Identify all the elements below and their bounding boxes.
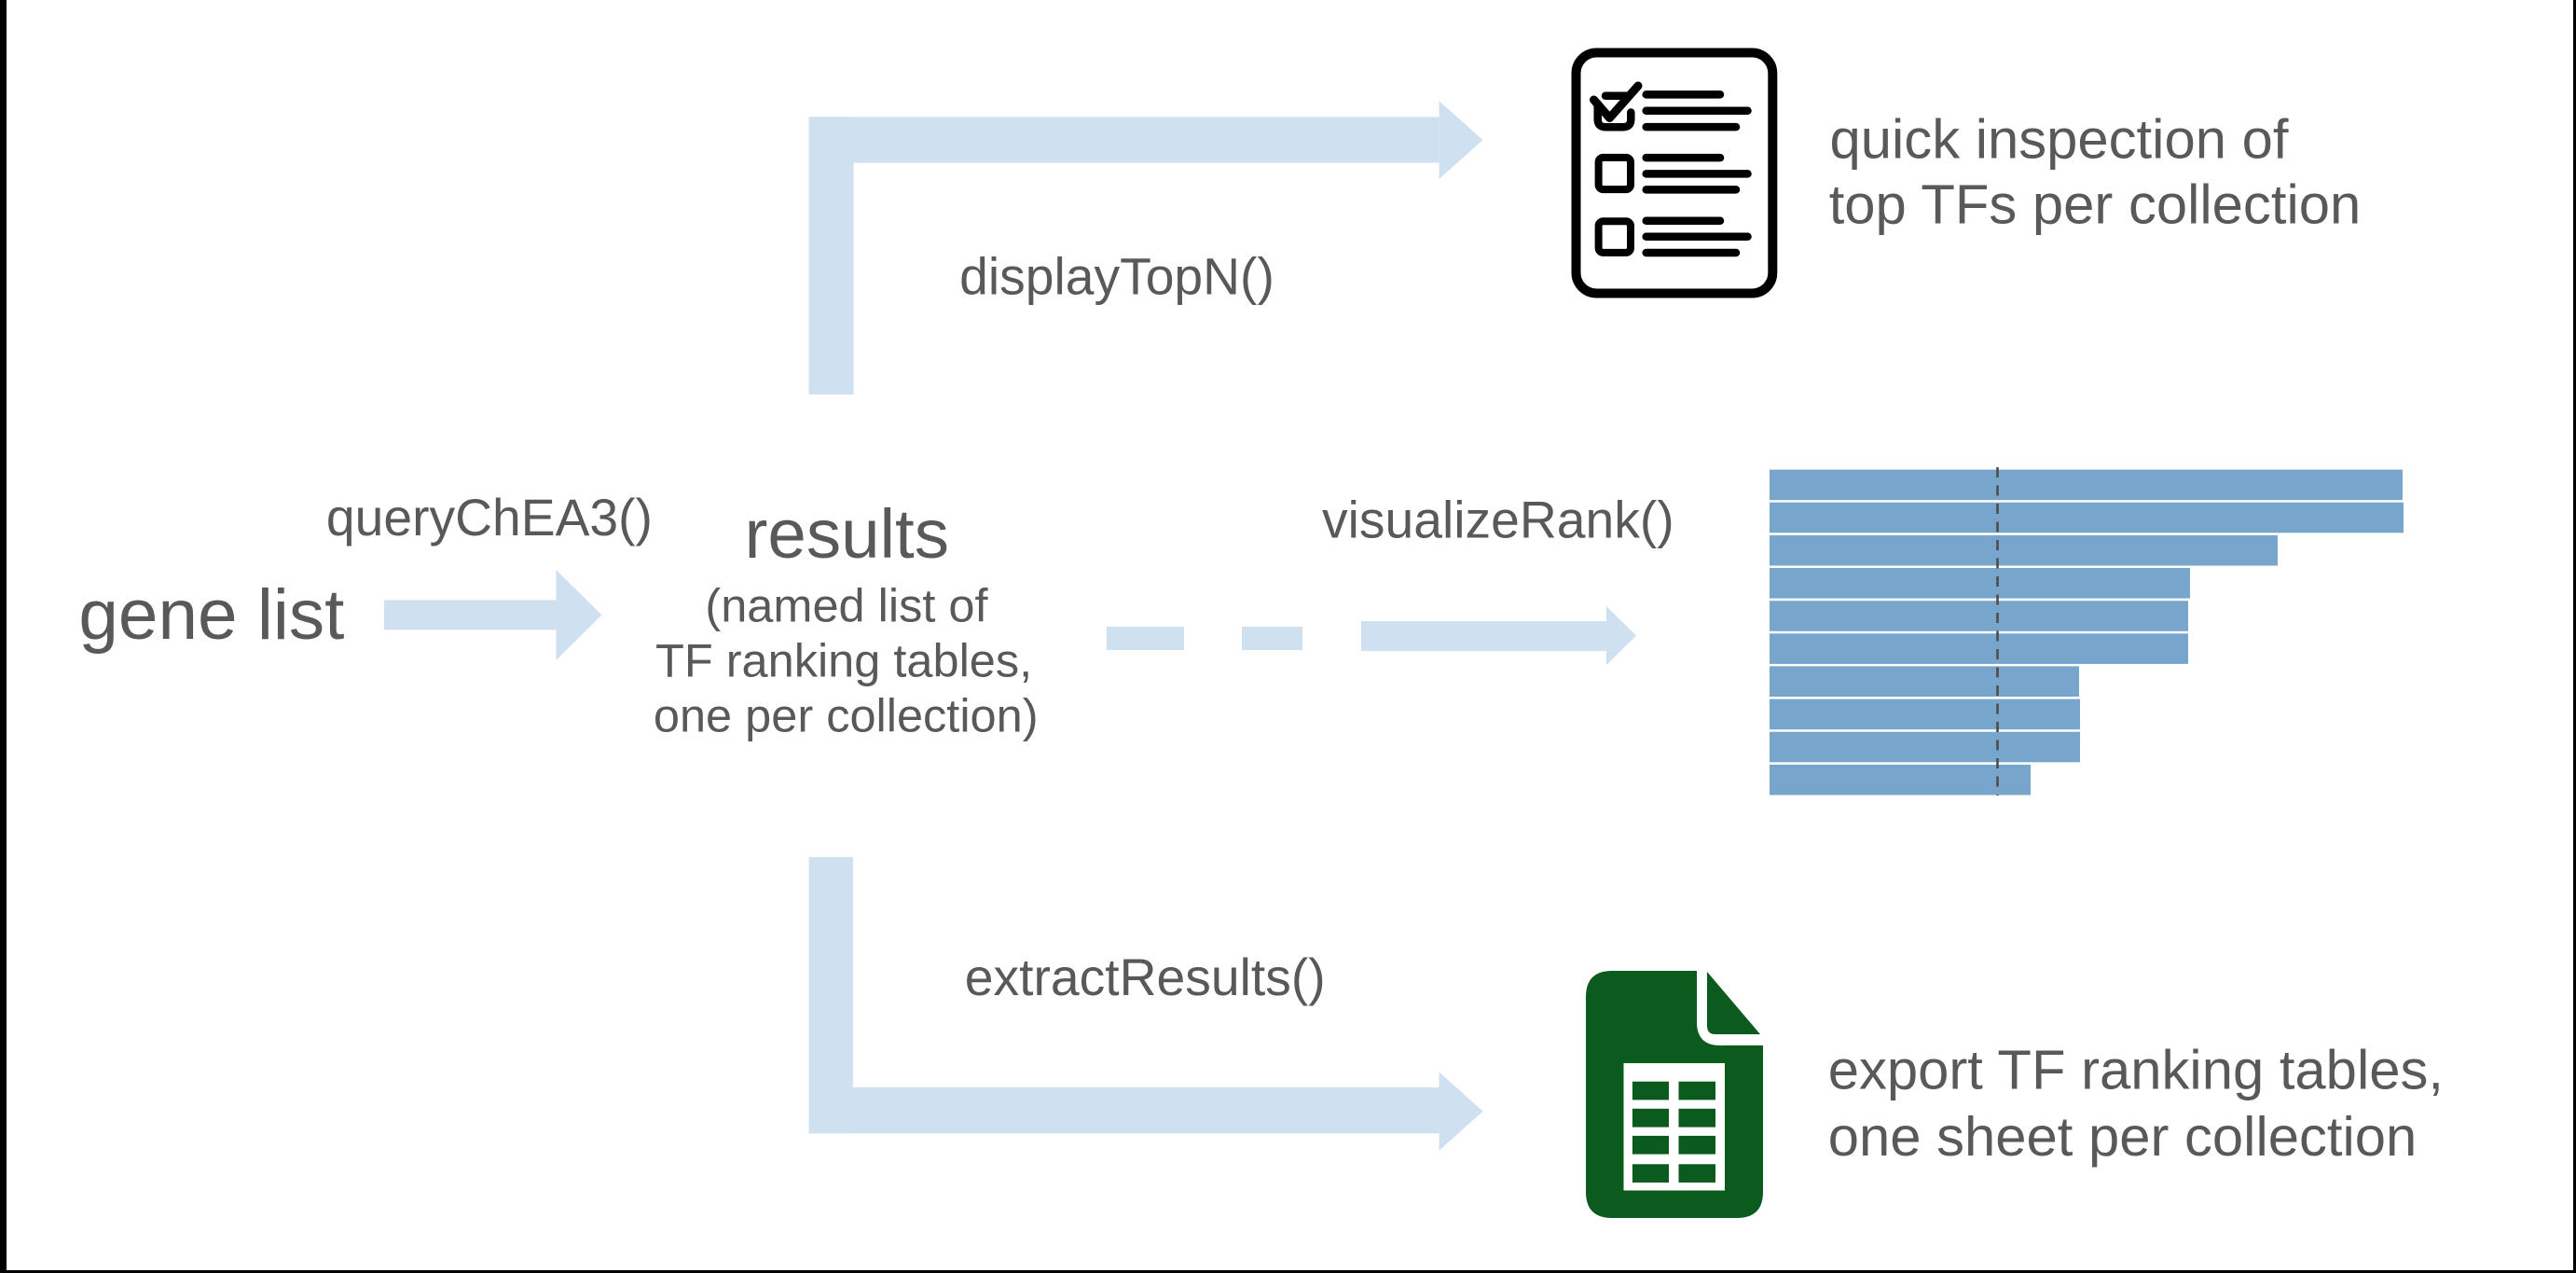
svg-text:displayTopN(): displayTopN() (959, 248, 1274, 306)
svg-text:quick inspection of: quick inspection of (1830, 108, 2289, 171)
svg-text:extractResults(): extractResults() (965, 948, 1326, 1006)
svg-text:one sheet per collection: one sheet per collection (1828, 1105, 2418, 1168)
svg-text:top TFs per collection: top TFs per collection (1829, 173, 2362, 236)
svg-text:results: results (745, 495, 949, 573)
svg-text:TF ranking tables,: TF ranking tables, (655, 634, 1032, 687)
svg-text:export TF ranking tables,: export TF ranking tables, (1828, 1039, 2444, 1101)
svg-text:visualizeRank(): visualizeRank() (1322, 491, 1674, 549)
svg-text:(named list of: (named list of (705, 579, 988, 632)
svg-text:queryChEA3(): queryChEA3() (326, 489, 653, 547)
svg-text:one per collection): one per collection) (654, 689, 1039, 742)
svg-text:gene list: gene list (78, 575, 344, 655)
